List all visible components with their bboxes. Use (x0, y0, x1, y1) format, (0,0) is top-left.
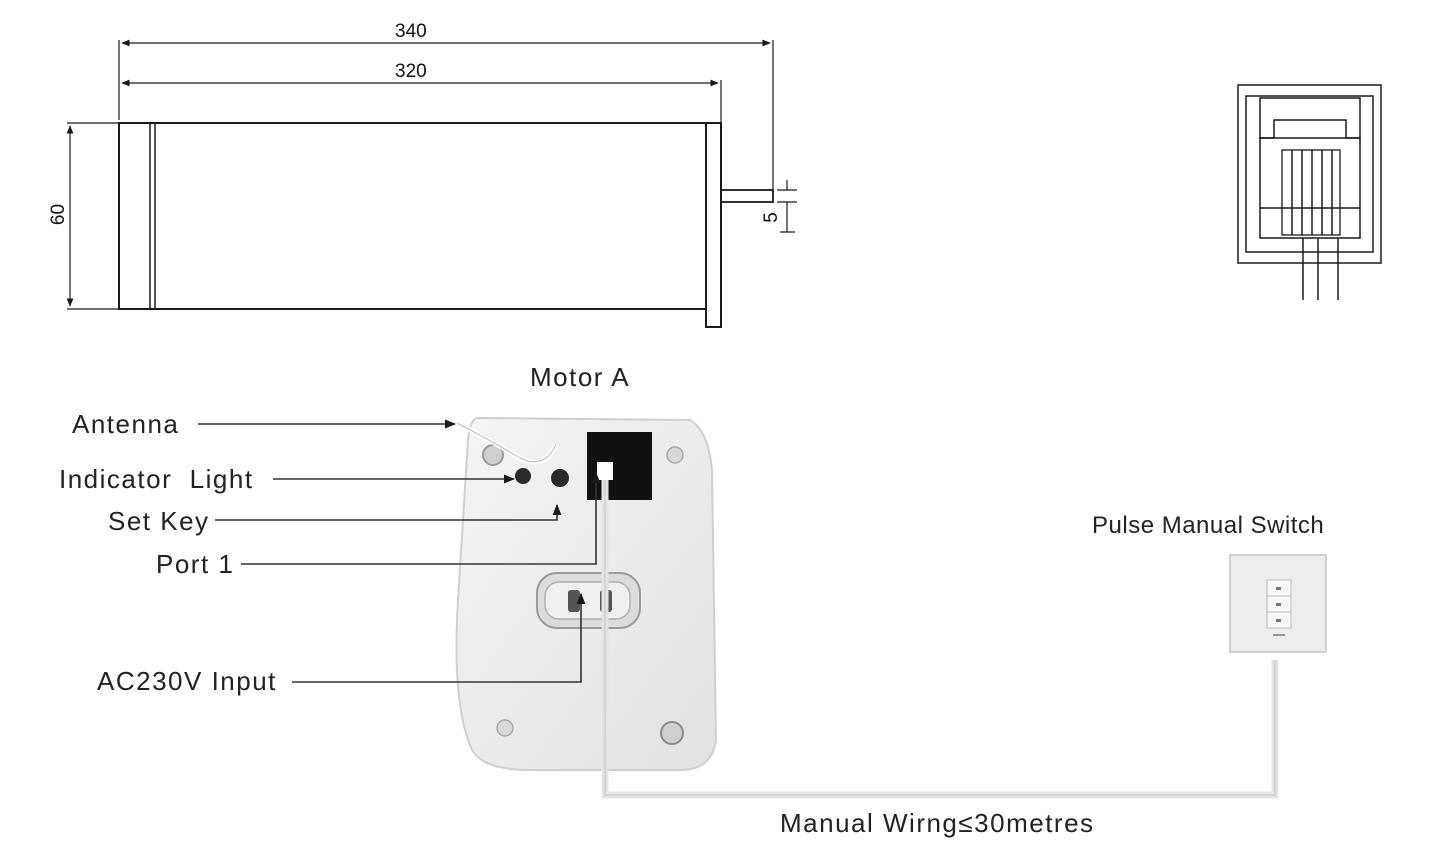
dim-shaft: 5 (760, 212, 782, 223)
dim-diameter: 60 (48, 203, 70, 226)
indicator-light-icon (515, 468, 531, 484)
stop-button-icon (1276, 603, 1281, 606)
rj-connector-drawing (1237, 84, 1382, 300)
dim-overall-length: 340 (395, 21, 427, 42)
motor-tube-drawing (66, 39, 797, 328)
wiring-label: Manual Wirng≤30metres (780, 808, 1095, 838)
antenna-label: Antenna (72, 409, 180, 439)
indicator-light-label: Indicator Light (59, 464, 254, 494)
set-key-label: Set Key (108, 506, 210, 536)
motor-head-panel (455, 416, 718, 771)
ac-input-label: AC230V Input (97, 666, 277, 696)
pulse-switch-title: Pulse Manual Switch (1092, 512, 1325, 539)
dim-tube-length: 320 (395, 61, 427, 82)
port-1-label: Port 1 (156, 549, 235, 579)
motor-title: Motor A (530, 362, 631, 392)
up-button-icon (1276, 587, 1281, 590)
down-button-icon (1276, 619, 1281, 622)
leader-lines (198, 419, 601, 683)
set-key-icon (551, 469, 569, 487)
pulse-switch-device (1229, 554, 1327, 653)
